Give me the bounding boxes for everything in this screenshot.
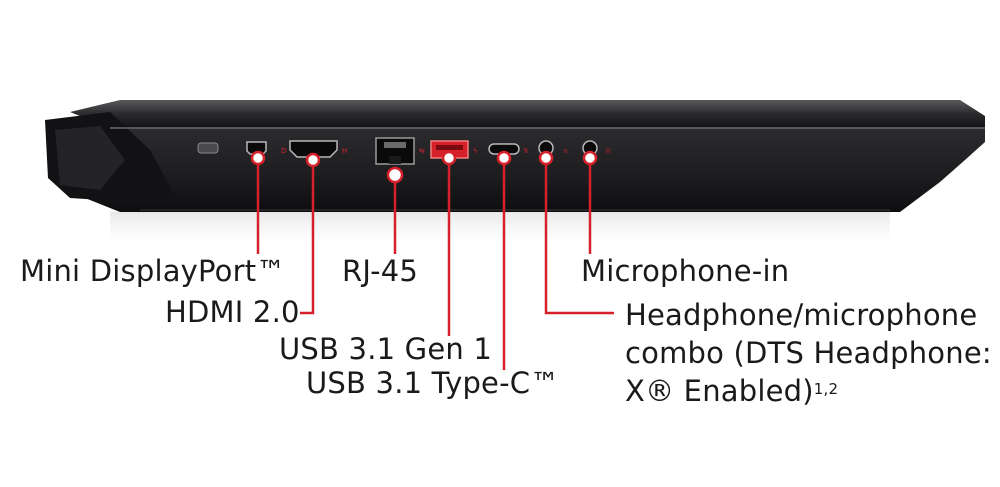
rj45-port-icon	[375, 137, 415, 165]
hdmi-port-icon	[289, 140, 338, 158]
svg-text:⇆: ⇆	[419, 147, 425, 155]
laptop-lid	[70, 100, 985, 128]
label-usb-c: USB 3.1 Type-C™	[306, 366, 560, 400]
callout-rings	[250, 150, 598, 184]
label-usb-a: USB 3.1 Gen 1	[279, 332, 493, 366]
label-headphone-combo-line1: Headphone/microphone	[625, 298, 978, 332]
svg-text:H: H	[342, 147, 347, 155]
label-hdmi: HDMI 2.0	[165, 295, 300, 329]
svg-text:ϟ: ϟ	[473, 147, 478, 155]
footnote-marker: 1,2	[813, 380, 839, 398]
label-mini-displayport: Mini DisplayPort™	[20, 254, 286, 288]
label-headphone-combo: Headphone/microphone combo (DTS Headphon…	[625, 296, 992, 410]
label-rj45: RJ-45	[342, 254, 419, 288]
svg-text:D: D	[281, 147, 286, 155]
vent-grille	[55, 126, 125, 190]
label-microphone-in: Microphone-in	[581, 254, 790, 288]
laptop-body	[70, 128, 985, 212]
callout-hdmi	[300, 164, 315, 315]
label-headphone-combo-line2: combo (DTS Headphone:	[625, 336, 992, 370]
label-headphone-combo-line3-text: X® Enabled)	[625, 374, 814, 408]
callout-lines	[256, 162, 614, 370]
svg-text:↯: ↯	[523, 147, 529, 155]
surface-reflection	[110, 212, 890, 252]
svg-text:ᛞ: ᛞ	[606, 147, 611, 155]
lock-slot-icon	[197, 142, 219, 154]
label-headphone-combo-line3: X® Enabled)1,2	[625, 372, 992, 410]
svg-text:∩: ∩	[563, 147, 568, 155]
callout-headphone-combo	[544, 162, 614, 315]
